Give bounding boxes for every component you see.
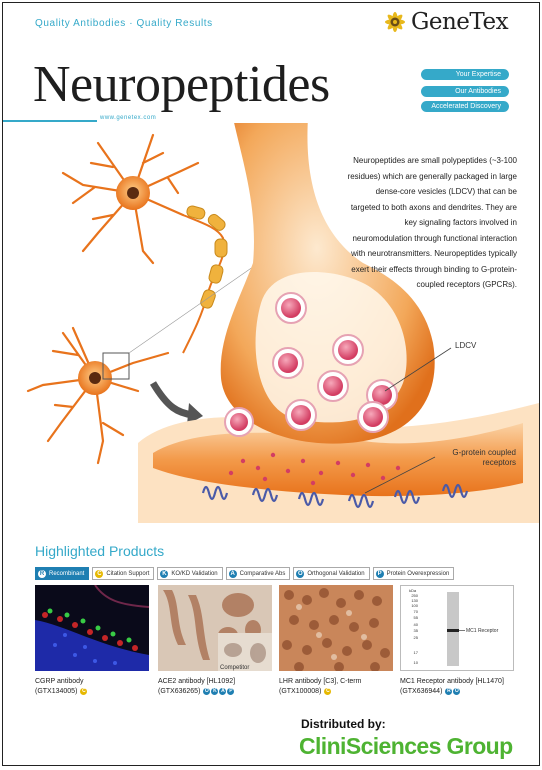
svg-text:250: 250 (411, 593, 418, 598)
orthogonal-badge-icon: O (453, 687, 461, 695)
title-rule (3, 120, 97, 122)
svg-text:55: 55 (414, 615, 419, 620)
ko-kd-icon: K (160, 569, 169, 578)
product-caption-lhr[interactable]: LHR antibody [C3], C-term (GTX100008) C (279, 678, 362, 695)
page-title: Neuropeptides (33, 56, 330, 113)
orthogonal-icon: O (296, 569, 305, 578)
cgrp-product-image[interactable] (35, 585, 149, 671)
zoom-arrow (149, 381, 194, 419)
svg-text:70: 70 (414, 609, 419, 614)
svg-text:130: 130 (411, 598, 418, 603)
svg-text:35: 35 (414, 628, 419, 633)
wb-ladder: 250 130 100 70 55 40 35 25 17 10 (411, 593, 418, 665)
ko-kd-badge-icon: K (211, 687, 219, 695)
svg-text:100: 100 (411, 603, 418, 608)
svg-text:40: 40 (414, 622, 419, 627)
pill-accelerated-discovery[interactable]: Accelerated Discovery (421, 101, 509, 112)
ace2-product-image[interactable]: Competitor (158, 585, 272, 671)
svg-text:10: 10 (414, 660, 419, 665)
website-link[interactable]: www.genetex.com (100, 115, 157, 121)
highlighted-products-title: Highlighted Products (35, 543, 165, 559)
citation-icon: C (95, 569, 104, 578)
sunflower-icon (385, 12, 405, 32)
distributor-logo[interactable]: CliniSciences Group (299, 733, 513, 759)
lhr-product-image[interactable] (279, 585, 393, 671)
lower-neuron-dendrites (26, 326, 170, 465)
released-neuropeptides (228, 452, 401, 486)
brand-name: GeneTex (411, 9, 509, 35)
wb-kda-label: kDa (409, 588, 417, 593)
competitor-label: Competitor (220, 665, 249, 671)
distributed-by-label: Distributed by: (301, 717, 386, 731)
upper-neuron-nucleus (127, 187, 139, 199)
postsynaptic-membrane (153, 423, 523, 497)
zoom-box (102, 352, 130, 380)
ldcv-callout-line (384, 347, 452, 392)
zoom-line (128, 252, 274, 354)
legend-protein-overexpression: P Protein Overexpression (372, 567, 455, 580)
pill-our-antibodies[interactable]: Our Antibodies (421, 86, 509, 97)
overexpression-badge-icon: P (227, 687, 235, 695)
legend-citation-support: C Citation Support (92, 567, 155, 580)
legend-ko-kd-validation: K KO/KD Validation (157, 567, 223, 580)
gpcr-callout-line (364, 456, 436, 494)
pill-your-expertise[interactable]: Your Expertise (421, 69, 509, 80)
gpcr-label: G-protein coupled receptors (452, 448, 516, 467)
validation-legend: R Recombinant C Citation Support K KO/KD… (35, 567, 455, 580)
citation-badge-icon: C (324, 687, 332, 695)
wb-band (447, 629, 459, 632)
legend-recombinant: R Recombinant (35, 567, 90, 580)
mc1-western-blot-image[interactable]: kDa 250 130 100 70 55 40 35 25 17 10 MC1… (400, 585, 514, 671)
orthogonal-badge-icon: O (203, 687, 211, 695)
recombinant-icon: R (38, 569, 46, 578)
wb-marker-label: MC1 Receptor (466, 628, 499, 634)
gpcr-receptors (201, 483, 469, 509)
lower-neuron-nucleus (89, 372, 101, 384)
legend-comparative-abs: A Comparative Abs (225, 567, 291, 580)
recombinant-badge-icon: R (445, 687, 453, 695)
upper-neuron-dendrites (61, 133, 200, 265)
legend-orthogonal-validation: O Orthogonal Validation (293, 567, 370, 580)
svg-text:17: 17 (414, 650, 419, 655)
svg-text:25: 25 (414, 635, 419, 640)
neuropeptide-illustration (26, 123, 539, 523)
product-caption-cgrp[interactable]: CGRP antibody (GTX134005) C (35, 678, 88, 695)
ldcv-label: LDCV (455, 341, 477, 350)
ldcv-vesicles (224, 292, 398, 437)
myelinated-axon (182, 205, 228, 354)
genetex-logo[interactable]: GeneTex (383, 9, 509, 35)
description-paragraph: Neuropeptides are small polypeptides (~3… (347, 156, 517, 289)
comparative-badge-icon: A (219, 687, 227, 695)
overexpression-icon: P (375, 569, 384, 578)
comparative-icon: A (228, 569, 237, 578)
product-caption-mc1[interactable]: MC1 Receptor antibody [HL1470] (GTX63694… (400, 678, 504, 695)
tagline: Quality Antibodies · Quality Results (35, 18, 213, 29)
citation-badge-icon: C (80, 687, 88, 695)
